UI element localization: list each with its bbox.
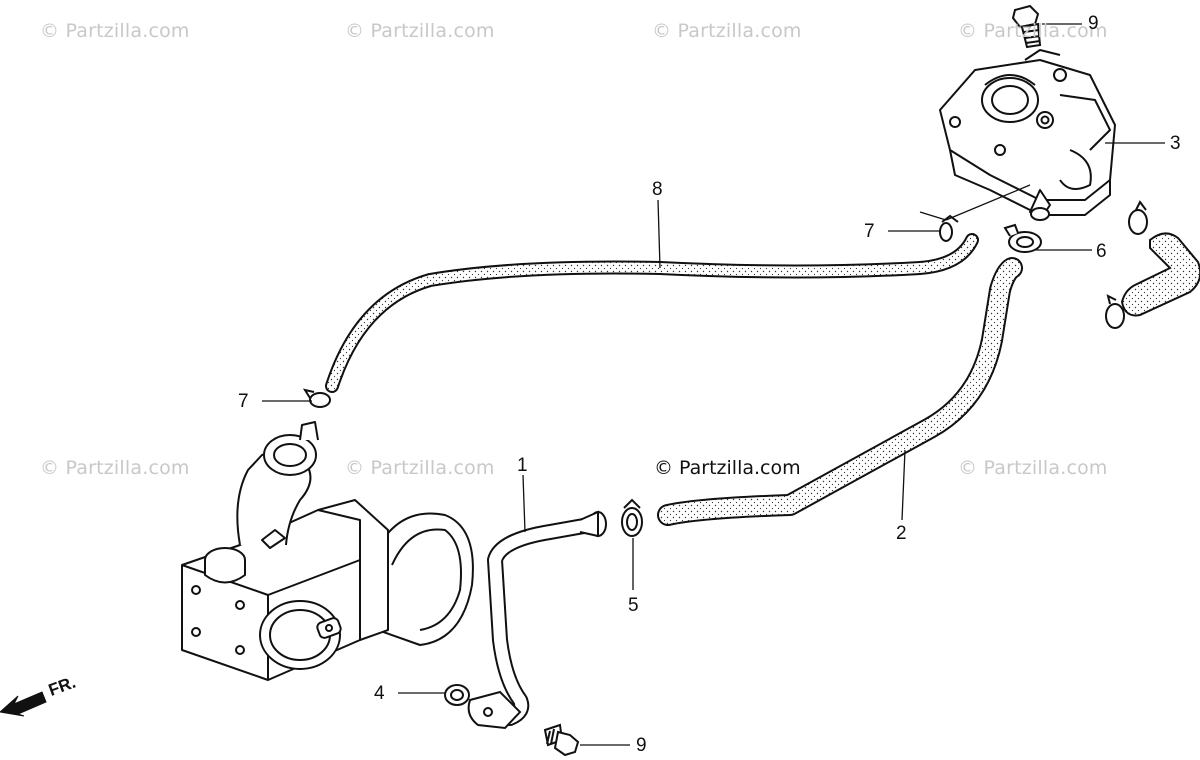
callout-8: 8 <box>652 179 663 200</box>
watermark: © Partzilla.com <box>652 20 802 42</box>
callout-7-lower: 7 <box>238 391 249 412</box>
part-7-clip-upper <box>939 214 959 242</box>
watermark: © Partzilla.com <box>40 20 190 42</box>
watermark: © Partzilla.com <box>40 457 190 479</box>
part-8-hose <box>325 233 979 393</box>
callout-1: 1 <box>517 455 528 476</box>
callout-4: 4 <box>374 683 385 704</box>
callout-6: 6 <box>1096 241 1107 262</box>
part-9-bolt-top <box>1011 4 1042 49</box>
part-6-clamp <box>1003 223 1042 253</box>
part-5-clamp <box>621 498 643 537</box>
watermark: © Partzilla.com <box>345 20 495 42</box>
callout-9-bottom: 9 <box>636 735 647 756</box>
part-1-pipe-fittings <box>467 510 607 730</box>
callout-5: 5 <box>628 595 639 616</box>
front-arrow-icon <box>0 691 47 717</box>
part-3-valve-assembly <box>939 49 1116 221</box>
part-2-hose <box>657 257 1023 526</box>
part-1-pipe <box>477 516 603 726</box>
leader-lines <box>262 23 1165 746</box>
elbow-hose <box>1120 232 1200 317</box>
part-9-bolt-bottom <box>543 723 580 757</box>
part-4-oring <box>444 684 470 706</box>
engine-block <box>181 421 474 681</box>
callout-2: 2 <box>896 523 907 544</box>
callout-7-upper: 7 <box>864 221 875 242</box>
watermark: © Partzilla.com <box>958 20 1108 42</box>
part-7-clip-lower <box>302 388 331 408</box>
watermark: © Partzilla.com <box>958 457 1108 479</box>
watermark-center: © Partzilla.com <box>654 457 801 479</box>
callout-3: 3 <box>1170 133 1181 154</box>
callout-9-top: 9 <box>1088 13 1099 34</box>
watermark: © Partzilla.com <box>345 457 495 479</box>
elbow-clamps <box>1105 200 1148 329</box>
